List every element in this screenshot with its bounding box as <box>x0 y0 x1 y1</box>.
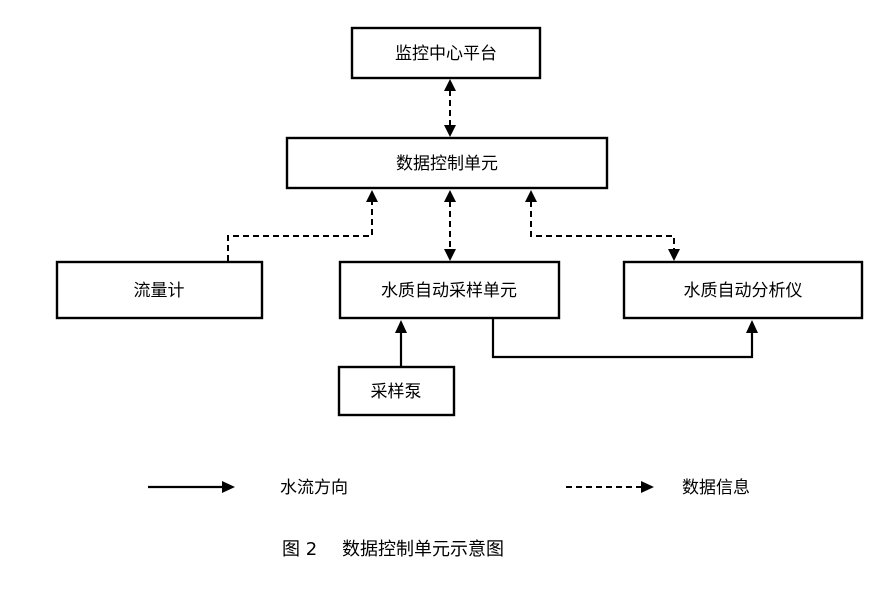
sampling-unit-node: 水质自动采样单元 <box>338 260 561 320</box>
figure-caption: 图 2 数据控制单元示意图 <box>282 539 504 560</box>
analyzer-data-link <box>525 190 680 261</box>
arrow-head-down <box>668 249 680 261</box>
arrow-head-right <box>222 481 235 493</box>
legend-data-info: 数据信息 <box>566 478 750 498</box>
sampling-unit-label: 水质自动采样单元 <box>381 281 517 301</box>
arrow-head-down <box>444 249 456 261</box>
arrow-head-right <box>641 481 654 493</box>
sampling-pump-label: 采样泵 <box>371 382 422 402</box>
sampling-analyzer-water-flow <box>491 318 758 359</box>
arrow-head-up <box>746 320 758 333</box>
sampling-data-link <box>444 190 456 261</box>
platform-data-link <box>444 79 456 137</box>
flow-meter-node: 流量计 <box>55 260 264 320</box>
arrow-head-up <box>395 320 407 333</box>
arrow-head-up <box>444 79 456 91</box>
figure-number: 图 2 <box>282 539 317 560</box>
data-control-unit-label: 数据控制单元 <box>396 154 498 174</box>
arrow-head-up <box>525 190 537 202</box>
legend-water-flow: 水流方向 <box>148 478 348 498</box>
monitoring-platform-node: 监控中心平台 <box>350 26 542 80</box>
data-control-unit-node: 数据控制单元 <box>285 136 609 190</box>
legend-data-info-label: 数据信息 <box>682 478 750 498</box>
flowmeter-data-link <box>227 190 378 261</box>
sampling-pump-node: 采样泵 <box>337 365 456 417</box>
monitoring-platform-label: 监控中心平台 <box>395 44 497 64</box>
analyzer-node: 水质自动分析仪 <box>622 260 864 320</box>
arrow-head-up <box>444 190 456 202</box>
analyzer-label: 水质自动分析仪 <box>684 281 803 301</box>
arrow-head-up <box>366 190 378 202</box>
legend-water-flow-label: 水流方向 <box>280 478 348 498</box>
pump-sampling-water-flow <box>395 320 407 366</box>
arrow-head-down <box>444 125 456 137</box>
flow-meter-label: 流量计 <box>134 281 185 301</box>
figure-title: 数据控制单元示意图 <box>342 539 504 560</box>
